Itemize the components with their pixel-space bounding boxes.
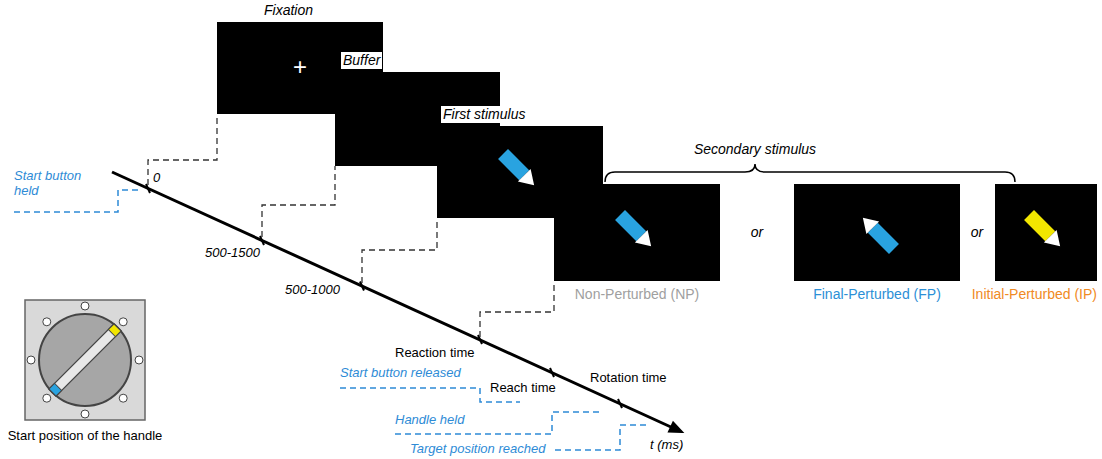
- handle-yellow-end: [108, 324, 121, 337]
- target-holes: [27, 302, 143, 418]
- stimulus-arrow: [497, 148, 541, 192]
- condition-label: Final-Perturbed (FP): [813, 286, 941, 303]
- arrow-head: [518, 169, 541, 192]
- hole: [81, 410, 89, 418]
- diagram-label: Rotation time: [590, 370, 667, 385]
- condition-label: Non-Perturbed (NP): [575, 286, 700, 303]
- stimulus-screen: Initial-Perturbed (IP): [995, 184, 1097, 281]
- stimulus-screen: Final-Perturbed (FP): [794, 184, 960, 281]
- diagram-label: or: [751, 225, 763, 240]
- handle: [49, 324, 121, 396]
- leader-line: [480, 281, 554, 337]
- hole: [119, 394, 127, 402]
- stimulus-arrow: [1023, 209, 1067, 253]
- stimulus-screen: Non-Perturbed (NP): [554, 184, 720, 281]
- arrow-bar: [615, 210, 646, 241]
- event-trace: [555, 425, 650, 450]
- screen-title: Fixation: [262, 2, 315, 19]
- hole: [27, 356, 35, 364]
- handle-bar: [49, 324, 121, 396]
- tick: [260, 236, 264, 245]
- arrow-bar: [868, 223, 899, 254]
- arrow-bar: [498, 149, 529, 180]
- diagram-label: 500-1500: [205, 245, 260, 260]
- fixation-cross: +: [293, 55, 307, 79]
- diagram-label: Start position of the handle: [8, 428, 163, 443]
- event-label: Target position reached: [410, 441, 545, 456]
- event-label: Start button held: [14, 168, 102, 198]
- diagram-label: 0: [153, 170, 160, 185]
- diagram-label: t (ms): [650, 437, 683, 452]
- hole: [43, 318, 51, 326]
- diagram-label: 500-1000: [285, 282, 340, 297]
- leader-line: [362, 218, 437, 283]
- tick: [146, 184, 150, 193]
- dial: [39, 314, 131, 406]
- handle-blue-end: [49, 383, 62, 396]
- event-label: Handle held: [395, 412, 464, 427]
- brace: [605, 164, 1015, 182]
- event-trace: [395, 412, 600, 434]
- diagram-label: Secondary stimulus: [694, 142, 816, 157]
- arrow-head: [635, 230, 658, 253]
- hole: [119, 318, 127, 326]
- tick: [618, 399, 622, 408]
- handle-inset: [25, 300, 145, 420]
- screen-title: First stimulus: [441, 106, 527, 123]
- leader-line: [148, 114, 217, 185]
- stimulus-arrow: [856, 211, 900, 255]
- arrow-bar: [1024, 210, 1055, 241]
- axis-arrowhead: [669, 423, 682, 433]
- screen-title: Buffer: [341, 52, 382, 69]
- event-label: Start button released: [340, 365, 461, 380]
- hole: [135, 356, 143, 364]
- hole: [81, 302, 89, 310]
- arrow-head: [1044, 230, 1067, 253]
- condition-label: Initial-Perturbed (IP): [972, 286, 1097, 303]
- inset-panel: [25, 300, 145, 420]
- leader-line: [262, 166, 335, 237]
- arrow-head: [856, 211, 879, 234]
- stimulus-arrow: [614, 209, 658, 253]
- tick: [550, 368, 554, 377]
- diagram-label: Reach time: [490, 380, 556, 395]
- diagram-label: or: [971, 225, 983, 240]
- hole: [43, 394, 51, 402]
- diagram-label: Reaction time: [395, 345, 474, 360]
